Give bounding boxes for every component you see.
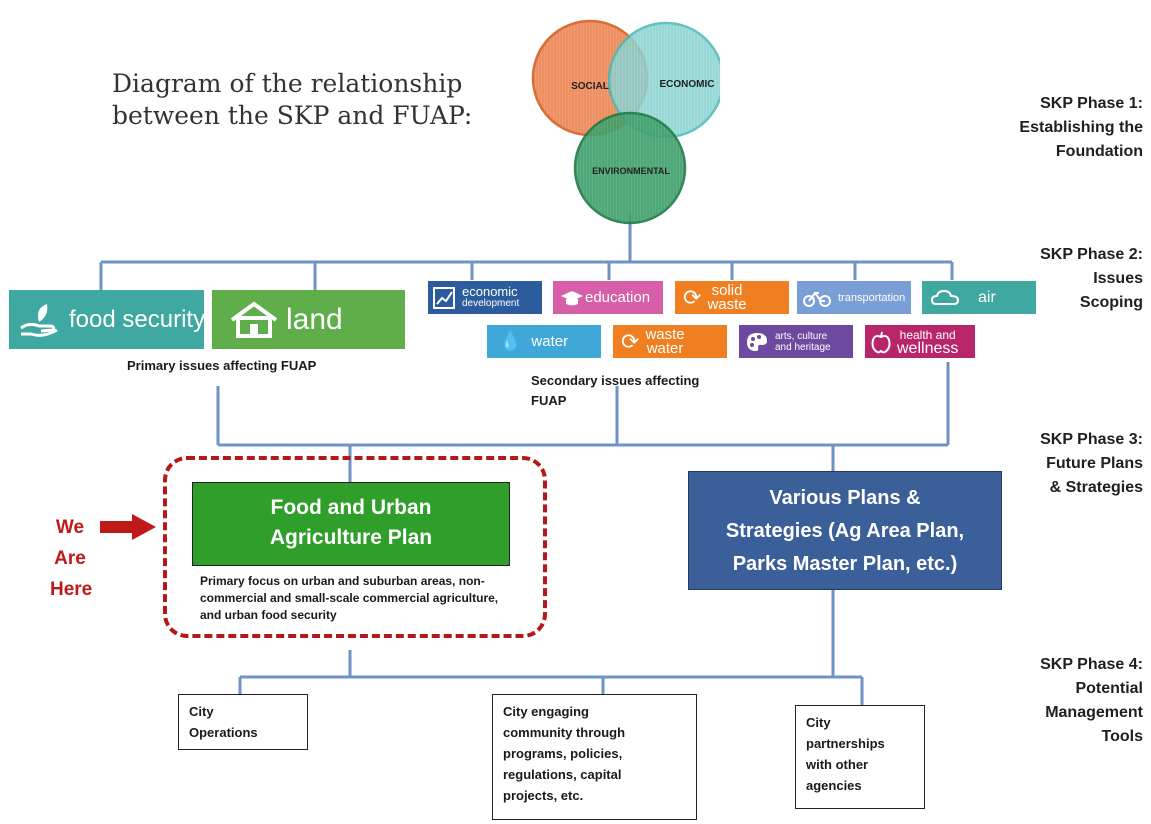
land-label: land	[286, 302, 343, 336]
bicycle-icon	[803, 290, 831, 307]
various-plans-box: Various Plans & Strategies (Ag Area Plan…	[688, 471, 1002, 590]
arts-culture-tile: arts, culture and heritage	[739, 325, 853, 358]
city-engaging-box: City engaging community through programs…	[492, 694, 697, 820]
secondary-issues-label: Secondary issues affecting FUAP	[531, 373, 700, 408]
house-icon	[230, 301, 278, 338]
waste-water-tile: ⟳ waste water	[613, 325, 727, 358]
transportation-label: transportation	[838, 291, 906, 304]
food-security-label: food security	[69, 305, 204, 333]
graduation-cap-icon	[561, 290, 583, 305]
chart-icon	[433, 286, 455, 309]
air-label: air	[978, 288, 996, 306]
venn-environmental-label: ENVIRONMENTAL	[592, 166, 670, 176]
hand-leaf-icon	[20, 303, 58, 337]
venn-social-label: SOCIAL	[571, 81, 609, 92]
fuap-box: Food and Urban Agriculture Plan	[192, 482, 510, 566]
food-security-tile: food security	[9, 290, 204, 349]
city-operations-box: City Operations	[178, 694, 308, 750]
we-are-here-label: We Are Here	[50, 517, 93, 600]
palette-icon	[747, 332, 767, 351]
education-tile: education	[553, 281, 663, 314]
cloud-icon	[930, 289, 960, 305]
venn-diagram: SOCIAL ECONOMIC ENVIRONMENTAL	[531, 19, 720, 225]
diagram-title-line-2: between the SKP and FUAP:	[112, 101, 473, 130]
water-label: water	[531, 333, 569, 350]
economic-development-tile: economic development	[428, 281, 542, 314]
venn-economic-label: ECONOMIC	[660, 79, 715, 90]
fuap-focus-text: Primary focus on urban and suburban area…	[200, 574, 499, 622]
education-label: education	[585, 289, 651, 306]
water-drop-icon: 💧	[499, 331, 522, 351]
city-partnerships-box: City partnerships with other agencies	[795, 705, 925, 809]
diagram-title: Diagram of the relationship between the …	[112, 68, 482, 132]
venn-environmental-circle	[573, 111, 687, 225]
transportation-tile: transportation	[797, 281, 911, 314]
phase-3-label: SKP Phase 3:Future Plans& Strategies	[1040, 431, 1143, 496]
water-tile: 💧 water	[487, 325, 601, 358]
diagram-title-line-1: Diagram of the relationship	[112, 69, 463, 98]
land-tile: land	[212, 290, 405, 349]
solid-waste-tile: ⟳ solid waste	[675, 281, 789, 314]
air-tile: air	[922, 281, 1036, 314]
recycle-icon: ⟳	[621, 328, 640, 354]
health-wellness-tile: health and wellness	[865, 325, 975, 358]
recycle-icon: ⟳	[683, 284, 702, 310]
we-are-here-highlight	[163, 456, 547, 638]
arrow-right-icon	[100, 514, 156, 540]
apple-icon	[871, 331, 891, 353]
primary-issues-label: Primary issues affecting FUAP	[127, 358, 317, 373]
